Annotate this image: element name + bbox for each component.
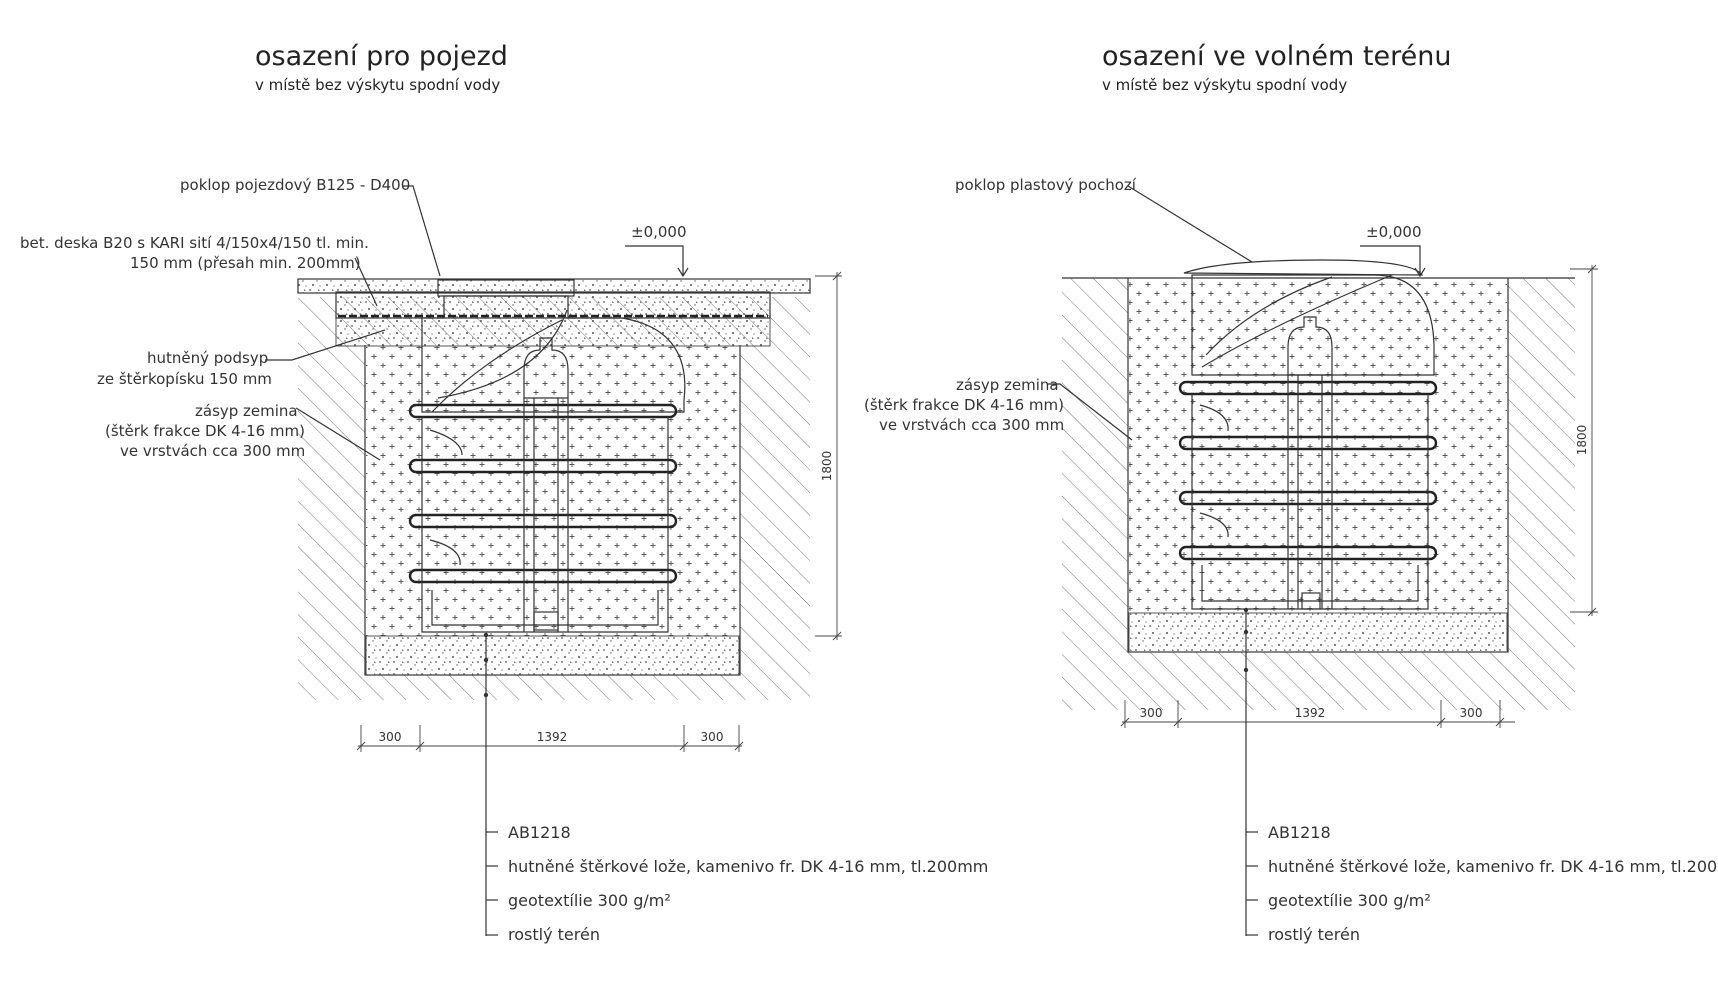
left-legend-item-4: rostlý terén: [508, 925, 600, 944]
left-slab-label-2: 150 mm (přesah min. 200mm): [130, 254, 361, 272]
left-backfill: [366, 346, 739, 636]
left-level-label: ±0,000: [631, 223, 687, 241]
right-level-label: ±0,000: [1366, 223, 1422, 241]
right-fill-label-1: zásyp zemina: [956, 376, 1059, 394]
left-dimensions: 300 1392 300 1800: [356, 271, 842, 752]
left-dim-c: 300: [701, 730, 724, 744]
right-dim-a: 300: [1140, 706, 1163, 720]
left-legend-item-3: geotextílie 300 g/m²: [508, 891, 671, 910]
right-legend-item-2: hutněné štěrkové lože, kamenivo fr. DK 4…: [1268, 857, 1718, 876]
left-dim-h: 1800: [820, 451, 834, 482]
right-fill-label-3: ve vrstvách cca 300 mm: [879, 416, 1064, 434]
right-legend-item-1: AB1218: [1268, 823, 1331, 842]
left-title: osazení pro pojezd: [255, 41, 508, 72]
left-lid-label: poklop pojezdový B125 - D400: [180, 176, 410, 194]
right-title: osazení ve volném terénu: [1102, 41, 1451, 72]
left-dim-a: 300: [379, 730, 402, 744]
right-lid-label: poklop plastový pochozí: [955, 176, 1137, 194]
right-legend: AB1218 hutněné štěrkové lože, kamenivo f…: [1243, 607, 1718, 944]
left-fill-label-2: (štěrk frakce DK 4-16 mm): [105, 422, 305, 440]
right-native-soil: [1062, 278, 1575, 710]
right-gravel-bed: [1128, 612, 1508, 653]
left-legend-item-2: hutněné štěrkové lože, kamenivo fr. DK 4…: [508, 857, 988, 876]
left-subtitle: v místě bez výskytu spodní vody: [255, 76, 500, 94]
right-tank-ribs: [1178, 380, 1438, 561]
right-legend-item-3: geotextílie 300 g/m²: [1268, 891, 1431, 910]
right-dim-b: 1392: [1295, 706, 1326, 720]
left-fill-label-1: zásyp zemina: [195, 402, 298, 420]
left-section: osazení pro pojezd v místě bez výskytu s…: [20, 41, 988, 944]
left-subbase: [335, 317, 771, 347]
left-tank-ribs: [408, 403, 678, 584]
right-dim-c: 300: [1460, 706, 1483, 720]
right-dim-h: 1800: [1575, 425, 1589, 456]
right-subtitle: v místě bez výskytu spodní vody: [1102, 76, 1347, 94]
left-fill-label-3: ve vrstvách cca 300 mm: [120, 442, 305, 460]
left-legend: AB1218 hutněné štěrkové lože, kamenivo f…: [483, 632, 988, 944]
left-tank: [408, 279, 686, 633]
left-gravel-bed: [365, 635, 740, 676]
left-slab-label-1: bet. deska B20 s KARI sití 4/150x4/150 t…: [20, 234, 369, 252]
right-fill-label-2: (štěrk frakce DK 4-16 mm): [864, 396, 1064, 414]
right-dimensions: 300 1392 300 1800: [1120, 264, 1598, 728]
right-tank: [1178, 259, 1438, 610]
right-backfill: [1129, 280, 1507, 613]
left-dim-b: 1392: [537, 730, 568, 744]
left-road-surface: [297, 278, 811, 294]
left-subbase-label-2: ze štěrkopísku 150 mm: [97, 370, 272, 388]
right-legend-item-4: rostlý terén: [1268, 925, 1360, 944]
left-subbase-label-1: hutněný podsyp: [147, 349, 268, 367]
right-section: osazení ve volném terénu v místě bez výs…: [864, 41, 1718, 944]
left-legend-item-1: AB1218: [508, 823, 571, 842]
